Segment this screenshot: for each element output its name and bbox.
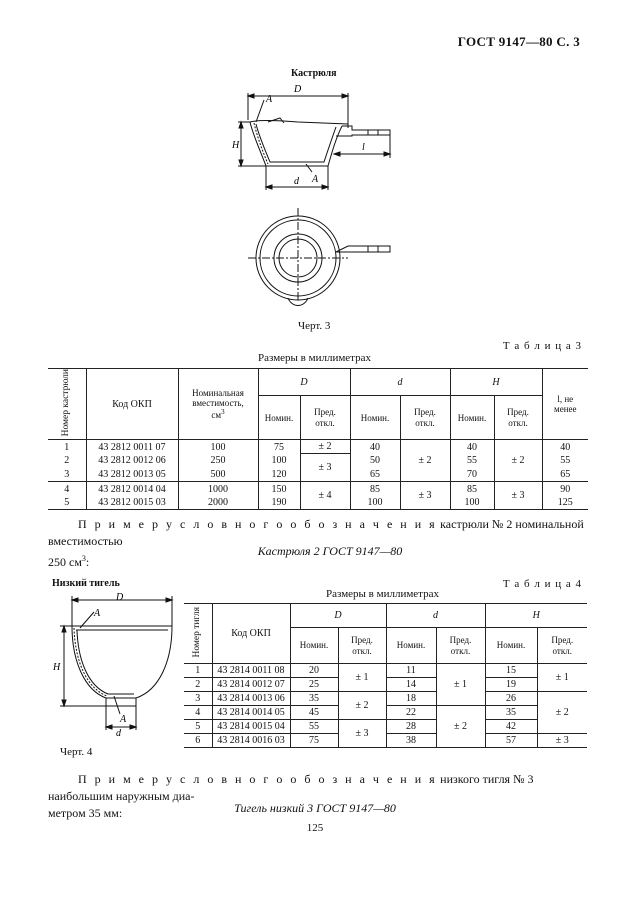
dim-H-label: H	[231, 140, 240, 151]
dim-D-label: D	[115, 592, 124, 603]
dim-D-label: D	[293, 84, 302, 95]
table-row: 5 43 2812 0015 03 2000 190 100 100 125	[48, 495, 588, 510]
figure-3-drawing: D A H l A d	[231, 84, 392, 306]
dim-l-label: l	[362, 142, 365, 153]
col-header-D-nom: Номин.	[289, 627, 338, 664]
col-header-code: Код ОКП	[211, 603, 290, 664]
col-header-D-dev: Пред.откл.	[337, 627, 386, 664]
table-4: Номер тигля Код ОКП D d H Номин. Пред.от…	[184, 603, 587, 748]
figure-4-title: Низкий тигель	[52, 578, 120, 589]
col-header-D-dev: Пред.откл.	[299, 395, 350, 441]
example-4-paragraph: П р и м е р у с л о в н о г о о б о з н …	[48, 772, 534, 820]
table-row: 1 43 2814 0011 08 20 ± 1 11 ± 1 15 ± 1	[184, 663, 587, 706]
col-header-d-dev: Пред.откл.	[435, 627, 485, 664]
table-row: 4 43 2812 0014 04 1000 150 ± 4 85 ± 3 85…	[48, 481, 588, 510]
example-3-paragraph: П р и м е р у с л о в н о г о о б о з н …	[48, 517, 584, 569]
figure-4-drawing: D A H A d	[52, 592, 174, 739]
dim-A-label-top: A	[93, 608, 101, 619]
example-3-designation: Кастрюля 2 ГОСТ 9147—80	[257, 544, 403, 558]
col-header-H: H	[484, 603, 587, 628]
table-row: 3 43 2814 0013 06 35 ± 2 18 26 ± 2	[184, 691, 587, 734]
table-row: 4 43 2814 0014 05 45 22 ± 2 35	[184, 705, 587, 748]
dim-d-label: d	[294, 176, 300, 187]
example-4-designation: Тигель низкий 3 ГОСТ 9147—80	[234, 801, 396, 815]
col-header-D: D	[257, 368, 350, 397]
col-header-code: Код ОКП	[85, 368, 178, 441]
table-row: 1 43 2812 0011 07 100 75 ± 2 40 ± 2 40 ±…	[48, 439, 588, 483]
col-header-D-nom: Номин.	[257, 395, 300, 441]
table-4-units: Размеры в миллиметрах	[326, 588, 439, 600]
table-row: 2 43 2814 0012 07 25 14 19	[184, 677, 587, 692]
col-header-num: Номер тигля	[184, 603, 212, 664]
figure-3-caption: Черт. 3	[298, 320, 331, 332]
col-header-H-nom: Номин.	[484, 627, 537, 664]
table-row: 6 43 2814 0016 03 75 38 57 ± 3	[184, 733, 587, 748]
col-header-d-nom: Номин.	[385, 627, 436, 664]
col-header-d: d	[349, 368, 450, 397]
table-3-units: Размеры в миллиметрах	[258, 352, 371, 364]
col-header-num: Номер кастрюли	[48, 368, 86, 441]
col-header-d-dev: Пред.откл.	[399, 395, 450, 441]
col-header-d-nom: Номин.	[349, 395, 400, 441]
col-header-d: d	[385, 603, 485, 628]
page-header: ГОСТ 9147—80 С. 3	[457, 34, 580, 49]
col-header-H-nom: Номин.	[449, 395, 494, 441]
col-header-H: H	[449, 368, 542, 397]
col-header-D: D	[289, 603, 386, 628]
col-header-H-dev: Пред.откл.	[536, 627, 587, 664]
table-row: 2 43 2812 0012 06 250 100 ± 3 50 55 55	[48, 453, 588, 483]
figure-3-title: Кастрюля	[291, 68, 337, 79]
figure-4-caption: Черт. 4	[60, 746, 93, 758]
table-row: 3 43 2812 0013 05 500 120 65 70 65	[48, 467, 588, 483]
dim-A-label-bottom: A	[119, 714, 127, 725]
col-header-capacity: Номинальная вместимость, см3	[177, 368, 258, 441]
table-4-label: Т а б л и ц а 4	[502, 578, 582, 590]
dim-d-label: d	[116, 728, 122, 739]
dim-H-label: H	[52, 662, 61, 673]
table-3: Номер кастрюли Код ОКП Номинальная вмест…	[48, 368, 588, 511]
table-row: 5 43 2814 0015 04 55 ± 3 28 42	[184, 719, 587, 748]
table-3-label: Т а б л и ц а 3	[502, 340, 582, 352]
dim-A-label-top: A	[265, 94, 273, 105]
dim-A-label-bottom: A	[311, 174, 319, 185]
col-header-H-dev: Пред.откл.	[493, 395, 542, 441]
page-number: 125	[306, 822, 324, 834]
